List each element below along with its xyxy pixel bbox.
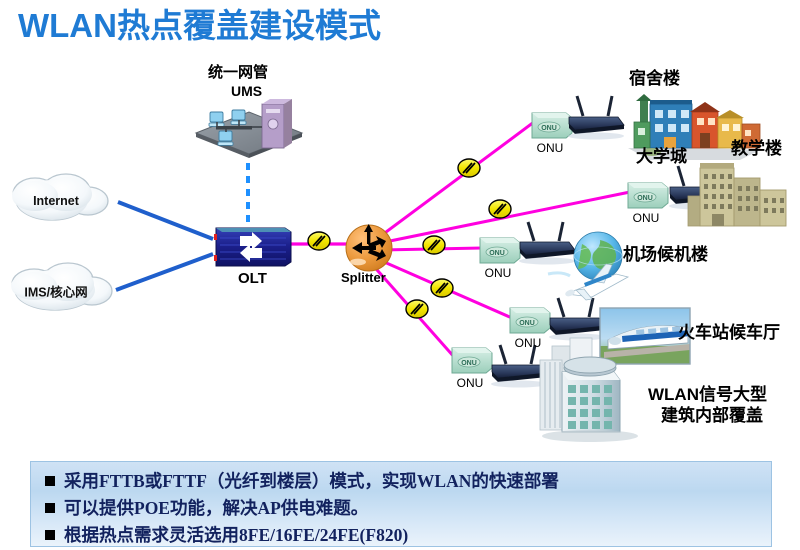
note-item: 采用FTTB或FTTF（光纤到楼层）模式，实现WLAN的快速部署: [45, 469, 761, 493]
fiber-badge-large-building: [405, 299, 429, 319]
onu-icon-railway: ONU: [509, 307, 551, 334]
onu-label-dormitory: ONU: [536, 141, 564, 155]
airport-globe-airplane-icon: [547, 231, 630, 301]
olt-icon: [214, 227, 292, 267]
cloud-internet: Internet: [0, 170, 112, 232]
railway-train-icon: [599, 307, 691, 365]
page-title: WLAN热点覆盖建设模式: [18, 7, 381, 44]
note-text: 采用FTTB或FTTF（光纤到楼层）模式，实现WLAN的快速部署: [64, 471, 559, 491]
svg-text:ONU: ONU: [519, 320, 535, 327]
ums-icon: [194, 99, 304, 158]
bullet-square-icon: [45, 503, 55, 513]
ums-label-en: UMS: [231, 83, 263, 99]
cloud-core: IMS/核心网: [0, 260, 112, 322]
site-label-large-building-line2: 建筑内部覆盖: [661, 406, 763, 425]
svg-text:ONU: ONU: [489, 250, 505, 257]
ap-icon-university: [669, 165, 726, 210]
onu-icon-dormitory: ONU: [531, 112, 573, 139]
site-label-large-building-line1: WLAN信号大型: [648, 385, 767, 404]
note-item: 根据热点需求灵活选用8FE/16FE/24FE(F820): [45, 523, 761, 547]
bullet-square-icon: [45, 530, 55, 540]
fiber-badge-airport: [422, 235, 446, 255]
notes-panel: 采用FTTB或FTTF（光纤到楼层）模式，实现WLAN的快速部署 可以提供POE…: [30, 461, 772, 547]
teaching-building-icon: [687, 163, 787, 227]
svg-text:ONU: ONU: [461, 360, 477, 367]
fiber-badge-olt-splitter: [307, 231, 331, 251]
splitter-icon: [345, 224, 393, 272]
link-internet-olt: [117, 200, 214, 241]
ap-icon-railway: [549, 297, 606, 341]
site-label-airport: 机场候机楼: [623, 245, 708, 264]
ap-icon-airport: [519, 221, 576, 265]
fiber-badge-dormitory: [457, 158, 481, 178]
site-label-dormitory: 宿舍楼: [629, 69, 680, 88]
onu-icon-airport: ONU: [479, 237, 521, 264]
note-text: 根据热点需求灵活选用8FE/16FE/24FE(F820): [64, 525, 409, 545]
onu-icon-large-building: ONU: [451, 347, 493, 374]
splitter-label: Splitter: [341, 270, 386, 285]
fiber-badge-university: [488, 199, 512, 219]
link-splitter-onu-dormitory: [377, 120, 535, 240]
ums-label-cn: 统一网管: [208, 64, 269, 81]
svg-text:ONU: ONU: [541, 125, 557, 132]
site-label-teaching: 教学楼: [731, 139, 782, 158]
note-text: 可以提供POE功能，解决AP供电难题。: [64, 498, 369, 518]
onu-label-airport: ONU: [484, 266, 512, 280]
cloud-internet-label: Internet: [33, 194, 79, 208]
site-label-railway: 火车站候车厅: [678, 323, 780, 342]
svg-text:ONU: ONU: [637, 195, 653, 202]
link-splitter-onu-airport: [379, 246, 483, 252]
cloud-core-label: IMS/核心网: [24, 285, 88, 300]
onu-icon-university: ONU: [627, 182, 669, 209]
olt-label: OLT: [238, 270, 267, 287]
fiber-badge-railway: [430, 278, 454, 298]
onu-label-railway: ONU: [514, 336, 542, 350]
ap-icon-dormitory: [568, 95, 625, 140]
office-tower-icon: [539, 337, 638, 442]
link-splitter-onu-university: [379, 190, 631, 245]
onu-label-university: ONU: [632, 211, 660, 225]
onu-label-large-building: ONU: [456, 376, 484, 390]
link-core-olt: [115, 252, 214, 292]
site-label-university: 大学城: [636, 147, 687, 166]
bullet-square-icon: [45, 476, 55, 486]
note-item: 可以提供POE功能，解决AP供电难题。: [45, 496, 761, 520]
